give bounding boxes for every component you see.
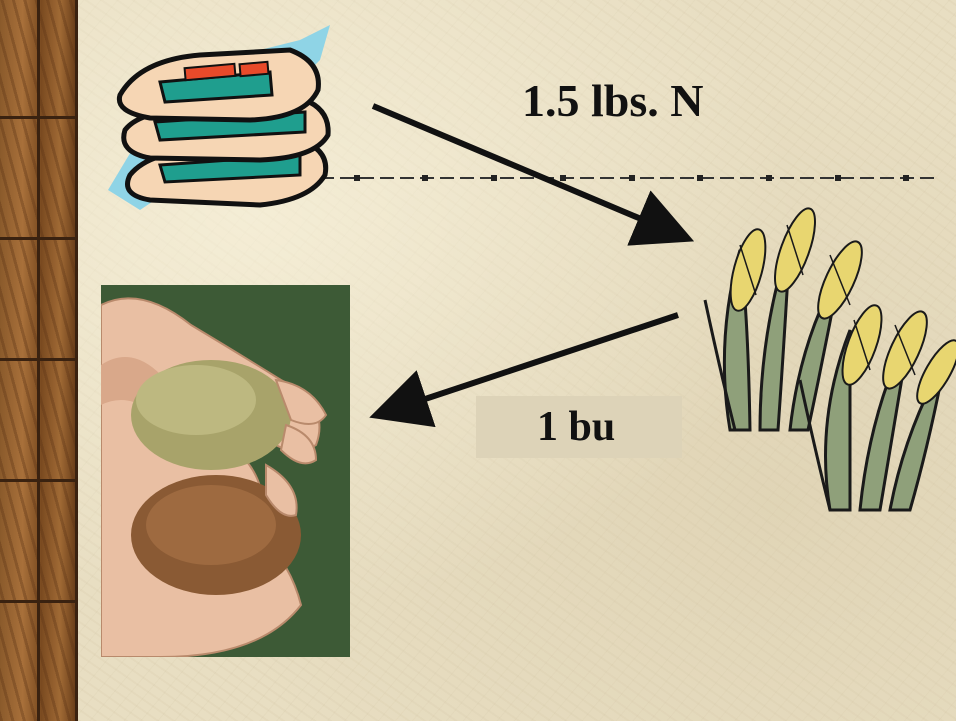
bushel-label: 1 bu [537,403,615,451]
nitrogen-rate-label: 1.5 lbs. N [522,74,703,127]
grain-photo [101,285,350,657]
grain-photo-illustration [101,285,350,657]
